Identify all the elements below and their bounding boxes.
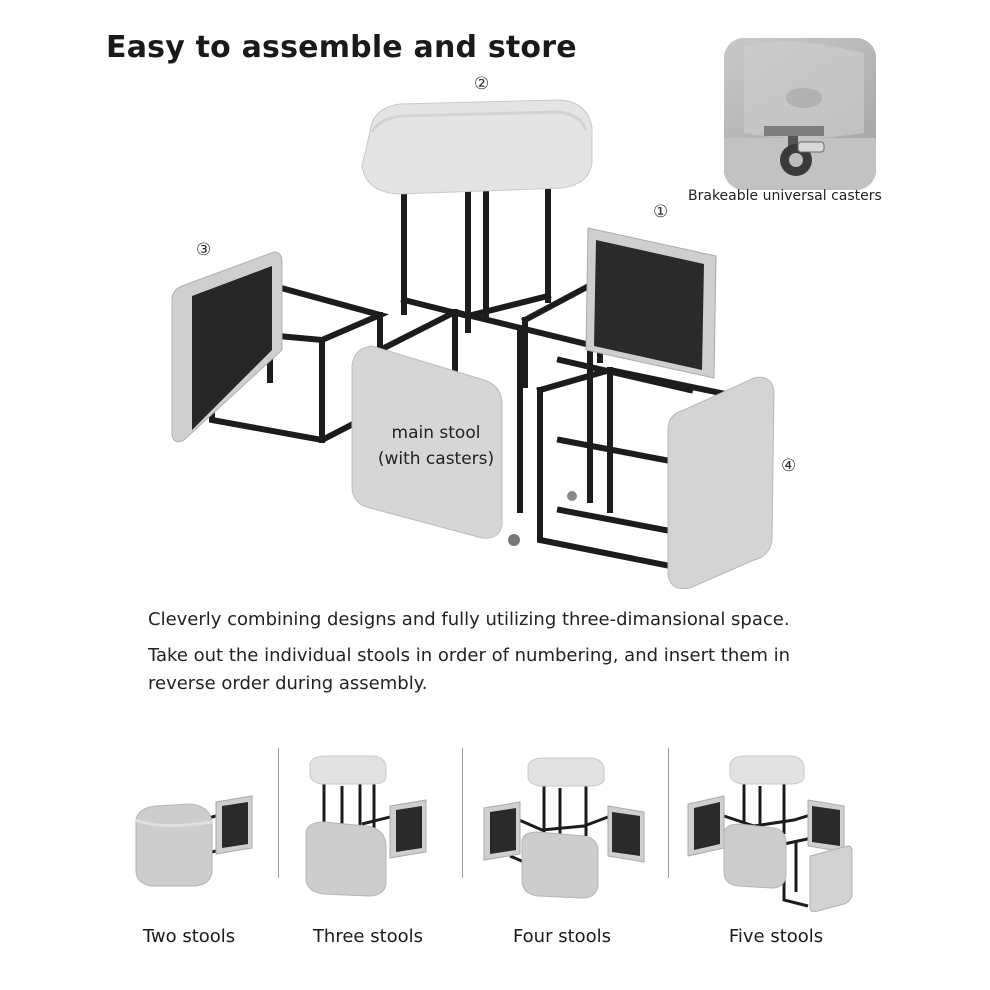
inset-caption: Brakeable universal casters bbox=[688, 188, 882, 204]
main-stool-label: main stool (with casters) bbox=[366, 420, 506, 472]
caption-two-stools: Two stools bbox=[142, 926, 236, 947]
main-stool-label-line1: main stool bbox=[391, 423, 481, 443]
divider-1 bbox=[278, 748, 279, 878]
caption-five-stools: Five stools bbox=[728, 926, 824, 947]
stool-number-4: ④ bbox=[781, 456, 797, 476]
divider-3 bbox=[668, 748, 669, 878]
caster-closeup-image bbox=[724, 38, 876, 190]
divider-2 bbox=[462, 748, 463, 878]
stool-number-2: ② bbox=[474, 74, 490, 94]
page-title: Easy to assemble and store bbox=[106, 30, 577, 65]
five-stools-illustration bbox=[684, 752, 854, 916]
stool-number-3: ③ bbox=[196, 240, 212, 260]
main-stool-label-line2: (with casters) bbox=[377, 449, 495, 469]
caption-three-stools: Three stools bbox=[312, 926, 424, 947]
description-line-3: reverse order during assembly. bbox=[148, 673, 428, 694]
four-stools-illustration bbox=[480, 756, 650, 905]
description-line-1: Cleverly combining designs and fully uti… bbox=[148, 609, 790, 630]
exploded-stool-illustration bbox=[150, 80, 830, 604]
caption-four-stools: Four stools bbox=[512, 926, 612, 947]
two-stools-illustration bbox=[130, 790, 260, 894]
three-stools-illustration bbox=[302, 752, 432, 901]
stool-number-1: ① bbox=[653, 202, 669, 222]
description-line-2: Take out the individual stools in order … bbox=[148, 645, 791, 666]
